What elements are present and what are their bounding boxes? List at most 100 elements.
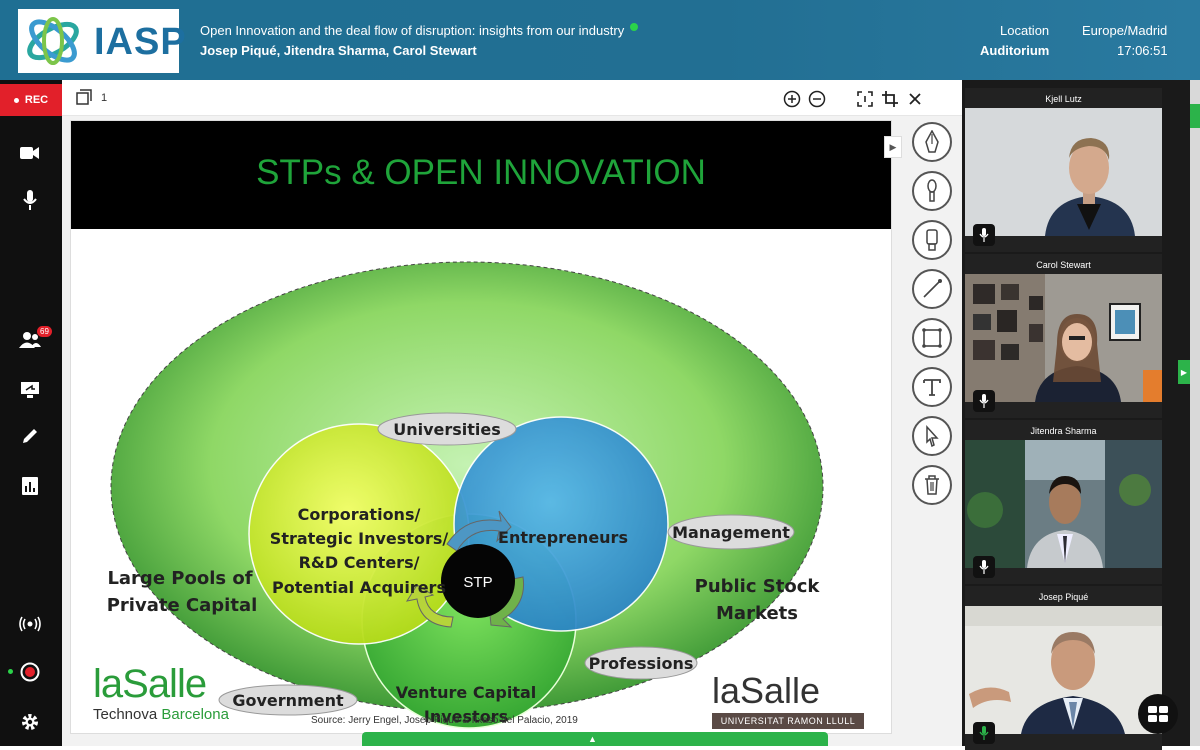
public-stock-label: Public Stock Markets xyxy=(695,576,821,624)
iasp-logo-mark-icon xyxy=(27,17,79,65)
professions-pill: Professions xyxy=(584,646,698,680)
lasalle-url-logo: laSalle UNIVERSITAT RAMON LLULL xyxy=(712,673,864,729)
presentation-slide: STPs & OPEN INNOVATION xyxy=(70,120,892,734)
chevron-up-icon: ▲ xyxy=(588,734,597,744)
microphone-status-icon xyxy=(973,224,995,246)
participant-tile[interactable]: Jitendra Sharma xyxy=(965,420,1162,584)
scrollbar-thumb[interactable] xyxy=(1190,104,1200,128)
slide-source: Source: Jerry Engel, Josep Piqué & Itxas… xyxy=(311,715,578,726)
rec-dot-icon xyxy=(13,97,19,103)
slide-title: STPs & OPEN INNOVATION xyxy=(256,153,706,192)
logo-text: IASP xyxy=(94,21,187,63)
page-number: 1 xyxy=(101,92,108,104)
corporations-label: Corporations/ Strategic Investors/ R&D C… xyxy=(270,505,449,597)
microphone-icon[interactable] xyxy=(16,188,44,212)
grid-layout-button[interactable] xyxy=(1138,694,1178,734)
annotation-tools xyxy=(902,120,962,734)
bottom-drawer-handle[interactable]: ▲ xyxy=(362,732,828,746)
svg-text:Investors: Investors xyxy=(424,707,508,726)
rectangle-tool-icon[interactable] xyxy=(912,318,952,358)
screen-share-icon[interactable] xyxy=(16,378,44,402)
session-title: Open Innovation and the deal flow of dis… xyxy=(200,23,639,38)
participants-icon[interactable] xyxy=(16,328,44,352)
stp-center xyxy=(441,544,515,618)
trash-tool-icon[interactable] xyxy=(912,465,952,505)
participant-video xyxy=(965,606,1162,734)
grid-icon xyxy=(1148,706,1168,722)
svg-text:R&D Centers/: R&D Centers/ xyxy=(299,553,420,572)
vc-label: Venture Capital Investors xyxy=(396,683,537,726)
stp-center-label: STP xyxy=(463,574,492,591)
large-pools-label: Large Pools of Private Capital xyxy=(107,568,258,616)
entrepreneurs-label: Entrepreneurs xyxy=(498,528,628,547)
svg-text:Government: Government xyxy=(232,691,344,710)
rec-label: REC xyxy=(24,94,49,106)
session-speakers: Josep Piqué, Jitendra Sharma, Carol Stew… xyxy=(200,43,477,58)
zoom-out-icon[interactable] xyxy=(807,89,827,109)
close-icon[interactable] xyxy=(905,89,925,109)
microphone-status-icon xyxy=(973,390,995,412)
location-value: Auditorium xyxy=(980,43,1050,58)
arrow-left xyxy=(405,584,454,628)
participant-name: Jitendra Sharma xyxy=(1030,426,1097,436)
svg-text:Public Stock: Public Stock xyxy=(695,576,821,597)
participant-name: Carol Stewart xyxy=(1036,260,1091,270)
highlighter-tool-icon[interactable] xyxy=(912,220,952,260)
camera-icon[interactable] xyxy=(16,141,44,165)
header-bar: IASP Open Innovation and the deal flow o… xyxy=(0,0,1200,80)
participants-panel: ▶ Kjell Lutz Carol Stewart xyxy=(962,80,1200,750)
document-viewer: 1 STPs & OPEN INNOVATION xyxy=(62,80,962,746)
slide-title-banner: STPs & OPEN INNOVATION xyxy=(71,121,891,229)
participant-video xyxy=(965,274,1162,402)
government-pill: Government xyxy=(218,684,358,716)
participants-count-badge: 69 xyxy=(37,326,52,337)
left-sidebar: REC 69 xyxy=(0,80,62,746)
record-active-dot-icon xyxy=(8,669,13,674)
pages-icon[interactable] xyxy=(76,89,92,105)
record-icon[interactable] xyxy=(16,660,44,684)
pen-tool-icon[interactable] xyxy=(912,122,952,162)
timezone-label: Europe/Madrid xyxy=(1082,23,1168,38)
svg-text:Markets: Markets xyxy=(716,603,798,624)
expand-panel-button[interactable]: ▶ xyxy=(1178,360,1190,384)
settings-icon[interactable] xyxy=(16,710,44,734)
svg-text:Large Pools of: Large Pools of xyxy=(107,568,252,589)
participant-name: Kjell Lutz xyxy=(1045,94,1082,104)
svg-text:Venture Capital: Venture Capital xyxy=(396,683,537,702)
scrollbar-track[interactable] xyxy=(1190,80,1200,746)
universities-pill: Universities xyxy=(377,412,517,446)
poll-icon[interactable] xyxy=(16,474,44,498)
pointer-tool-icon[interactable] xyxy=(912,416,952,456)
arrow-right xyxy=(446,510,512,552)
crop-icon[interactable] xyxy=(880,89,900,109)
fit-width-icon[interactable] xyxy=(855,89,875,109)
svg-text:Potential Acquirers: Potential Acquirers xyxy=(272,578,446,597)
participant-tile[interactable]: Josep Piqué xyxy=(965,586,1162,750)
stp-diagram: STP Universities Management Professions … xyxy=(107,261,824,729)
management-pill: Management xyxy=(667,514,795,550)
viewer-toolbar: 1 xyxy=(62,80,962,116)
brush-tool-icon[interactable] xyxy=(912,171,952,211)
svg-text:Strategic Investors/: Strategic Investors/ xyxy=(270,529,449,548)
microphone-status-icon xyxy=(973,556,995,578)
svg-text:Professions: Professions xyxy=(589,654,694,673)
participant-tile[interactable]: Kjell Lutz xyxy=(965,88,1162,252)
pencil-icon[interactable] xyxy=(16,424,44,448)
live-indicator-icon xyxy=(630,23,639,31)
text-tool-icon[interactable] xyxy=(912,367,952,407)
participant-tile[interactable]: Carol Stewart xyxy=(965,254,1162,418)
iasp-logo: IASP xyxy=(18,9,186,73)
line-tool-icon[interactable] xyxy=(912,269,952,309)
participant-name: Josep Piqué xyxy=(1038,592,1089,602)
svg-text:Private Capital: Private Capital xyxy=(107,595,258,616)
record-indicator[interactable]: REC xyxy=(0,84,62,116)
participant-video xyxy=(965,440,1162,568)
collapse-toolbar-button[interactable]: ▶ xyxy=(884,136,902,158)
participant-video xyxy=(965,108,1162,236)
clock-time: 17:06:51 xyxy=(1117,43,1168,58)
zoom-in-icon[interactable] xyxy=(782,89,802,109)
broadcast-icon[interactable] xyxy=(16,612,44,636)
svg-text:Corporations/: Corporations/ xyxy=(298,505,421,524)
microphone-active-icon xyxy=(973,722,995,744)
location-label: Location xyxy=(1000,23,1050,38)
